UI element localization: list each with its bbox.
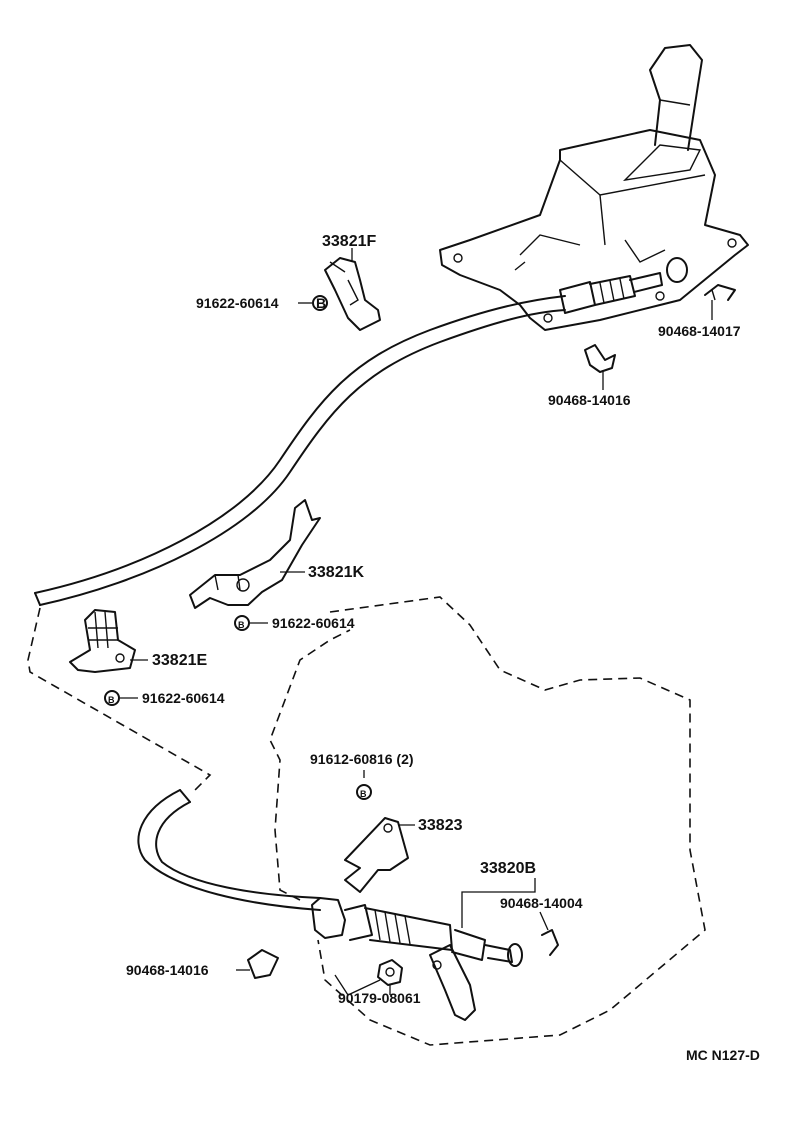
bolt-symbols: B B B B: [104, 295, 372, 800]
diagram-code: MC N127-D: [686, 1047, 760, 1063]
bolt-letter: B: [108, 695, 115, 705]
label-90468-14016-upper: 90468-14016: [548, 392, 631, 408]
bracket-33821K: [189, 499, 321, 609]
label-33821F: 33821F: [322, 233, 376, 250]
label-90179-08061: 90179-08061: [338, 990, 421, 1006]
bolt-letter: B: [238, 620, 245, 630]
shift-cable-inner: [39, 309, 566, 606]
part-labels: 33821F 91622-60614 90468-14017 90468-140…: [126, 233, 760, 1063]
shift-cable-lower-inner: [155, 801, 321, 899]
label-91622-60614-b: 91622-60614: [272, 615, 355, 631]
bracket-33821F: [324, 257, 381, 331]
bracket-33821E: [69, 609, 136, 673]
clip-90468-14017: [704, 284, 736, 301]
clip-90468-14016-lower: [247, 949, 279, 979]
shift-lever-assembly: [439, 44, 749, 331]
label-91612-60816: 91612-60816 (2): [310, 751, 414, 767]
cable-routing-line: [27, 607, 212, 791]
leader-lines: [120, 248, 713, 996]
bolt-letter: B: [360, 789, 367, 799]
bolt-icon: [234, 615, 250, 631]
label-90468-14016-lower: 90468-14016: [126, 962, 209, 978]
label-33820B: 33820B: [480, 860, 536, 877]
shift-cable-lower: [137, 789, 321, 911]
label-33821K: 33821K: [308, 564, 364, 581]
bolt-letter: B: [316, 295, 326, 311]
label-91622-60614-c: 91622-60614: [142, 690, 225, 706]
bolt-icon: [356, 784, 372, 800]
bolt-icon: [104, 690, 120, 706]
shift-cable: [34, 295, 566, 594]
bolt-icon: [312, 295, 328, 311]
label-90468-14017: 90468-14017: [658, 323, 741, 339]
clip-90468-14004: [541, 929, 559, 956]
label-33823: 33823: [418, 817, 463, 834]
cable-end-upper: [559, 257, 688, 314]
nut-90179-08061: [377, 959, 403, 986]
label-33821E: 33821E: [152, 652, 207, 669]
bracket-33823: [344, 817, 409, 893]
label-90468-14004: 90468-14004: [500, 895, 583, 911]
clip-90468-14016-upper: [584, 344, 616, 373]
label-91622-60614-a: 91622-60614: [196, 295, 279, 311]
transmission-outline: [269, 596, 706, 1046]
cable-end-lower: [311, 897, 523, 1021]
